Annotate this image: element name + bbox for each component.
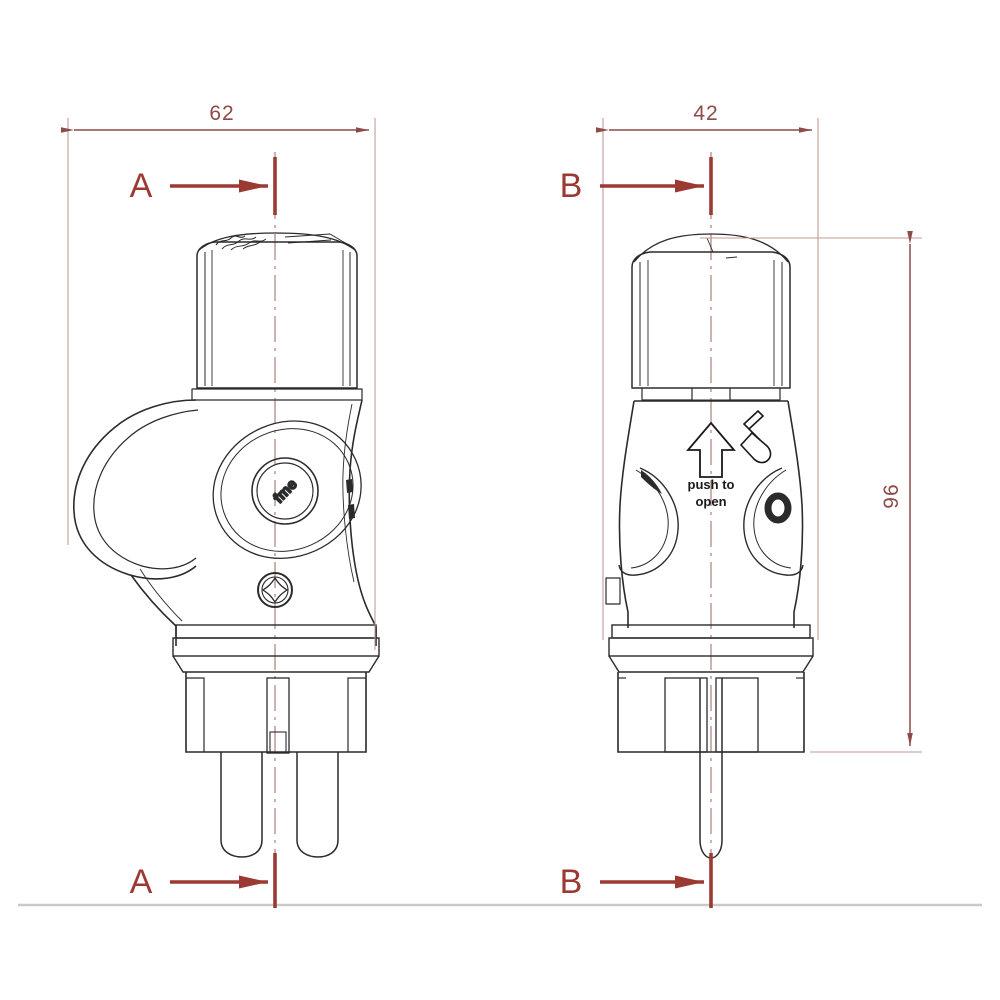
section-letter-a-top: A [130, 167, 153, 205]
pin-right [296, 752, 339, 858]
side-screw-icon [764, 492, 792, 524]
dimension-value-42: 42 [693, 102, 718, 125]
dimension-width-side: 42 [596, 102, 819, 640]
section-letter-b-bottom: B [560, 863, 583, 901]
front-base-flange [172, 624, 380, 673]
side-base-flange [608, 624, 814, 673]
front-body: fme [73, 399, 377, 646]
side-earth-barrel [617, 672, 805, 753]
front-view: fme [61, 102, 380, 908]
push-to-open-group: push to open [686, 409, 772, 509]
side-body [605, 400, 804, 628]
dimension-width-front: 62 [61, 102, 376, 650]
dimension-height-side: 96 [700, 231, 922, 753]
section-marker-a-top: A [130, 157, 277, 215]
phillips-screw-icon [257, 572, 293, 608]
up-arrow-icon [686, 421, 736, 478]
push-to-open-line2: open [695, 494, 726, 509]
section-marker-b-top: B [560, 157, 713, 215]
brand-logo: fme [251, 457, 319, 525]
section-marker-a-bottom: A [130, 853, 277, 908]
front-pins [220, 752, 339, 858]
front-earth-barrel [185, 672, 367, 754]
push-to-open-line1: push to [688, 477, 735, 492]
side-view: push to open 42 [560, 102, 922, 908]
screwdriver-icon [739, 409, 772, 464]
dimension-value-96: 96 [880, 483, 903, 508]
section-marker-b-bottom: B [560, 853, 713, 908]
pin-left [220, 752, 263, 858]
section-letter-a-bottom: A [130, 863, 153, 901]
side-cap [631, 233, 791, 401]
dimension-value-62: 62 [209, 102, 234, 125]
front-cap [191, 232, 363, 401]
section-letter-b-top: B [560, 167, 583, 205]
